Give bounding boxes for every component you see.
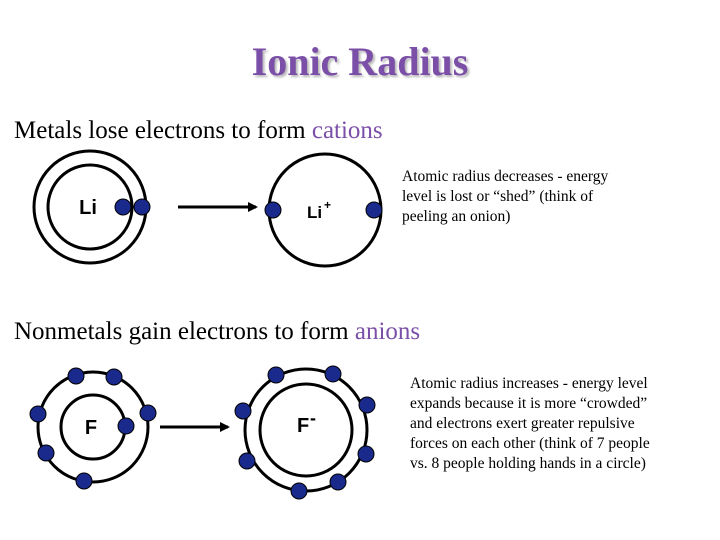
electron (238, 452, 256, 470)
electron (37, 444, 55, 462)
electron (290, 482, 308, 500)
electron (117, 417, 135, 435)
f-ion-inner-shell (258, 382, 354, 478)
cation-radius-note: Atomic radius decreases - energy level i… (402, 168, 609, 225)
fluorine-atom: F (29, 367, 157, 490)
electron (324, 365, 342, 383)
lithium-atom: Li (32, 149, 151, 265)
li-ion-label: Li (307, 203, 322, 222)
f-outer-shell (36, 370, 150, 484)
electron (234, 402, 252, 420)
electron (75, 472, 93, 490)
f-ion-charge: - (310, 408, 316, 428)
electron (105, 368, 123, 386)
electron (357, 445, 375, 463)
electron (267, 366, 285, 384)
electron (133, 198, 151, 216)
anions-heading: Nonmetals gain electrons to form anions (14, 318, 420, 346)
electron (329, 473, 347, 491)
cations-heading-text: Metals lose electrons to form (14, 117, 312, 144)
f-ion-label: F (297, 415, 309, 437)
page-title: Ionic Radius (251, 39, 469, 84)
electron (358, 396, 376, 414)
li-atom-label: Li (79, 197, 97, 219)
anion-radius-note: Atomic radius increases - energy level e… (410, 375, 650, 472)
anions-heading-accent: anions (354, 318, 421, 345)
electron (67, 367, 85, 385)
li-inner-shell (46, 163, 134, 251)
fluoride-ion: F - (234, 365, 376, 500)
electron (114, 198, 132, 216)
electron (264, 201, 282, 219)
cations-heading: Metals lose electrons to form cations (14, 117, 383, 145)
cations-heading-accent: cations (311, 117, 383, 144)
electron (139, 404, 157, 422)
electron (29, 405, 47, 423)
li-ion-charge: + (324, 198, 331, 212)
lithium-ion: Li + (264, 152, 383, 268)
electron (365, 201, 383, 219)
anions-heading-text: Nonmetals gain electrons to form (14, 318, 355, 345)
f-atom-label: F (85, 417, 97, 439)
